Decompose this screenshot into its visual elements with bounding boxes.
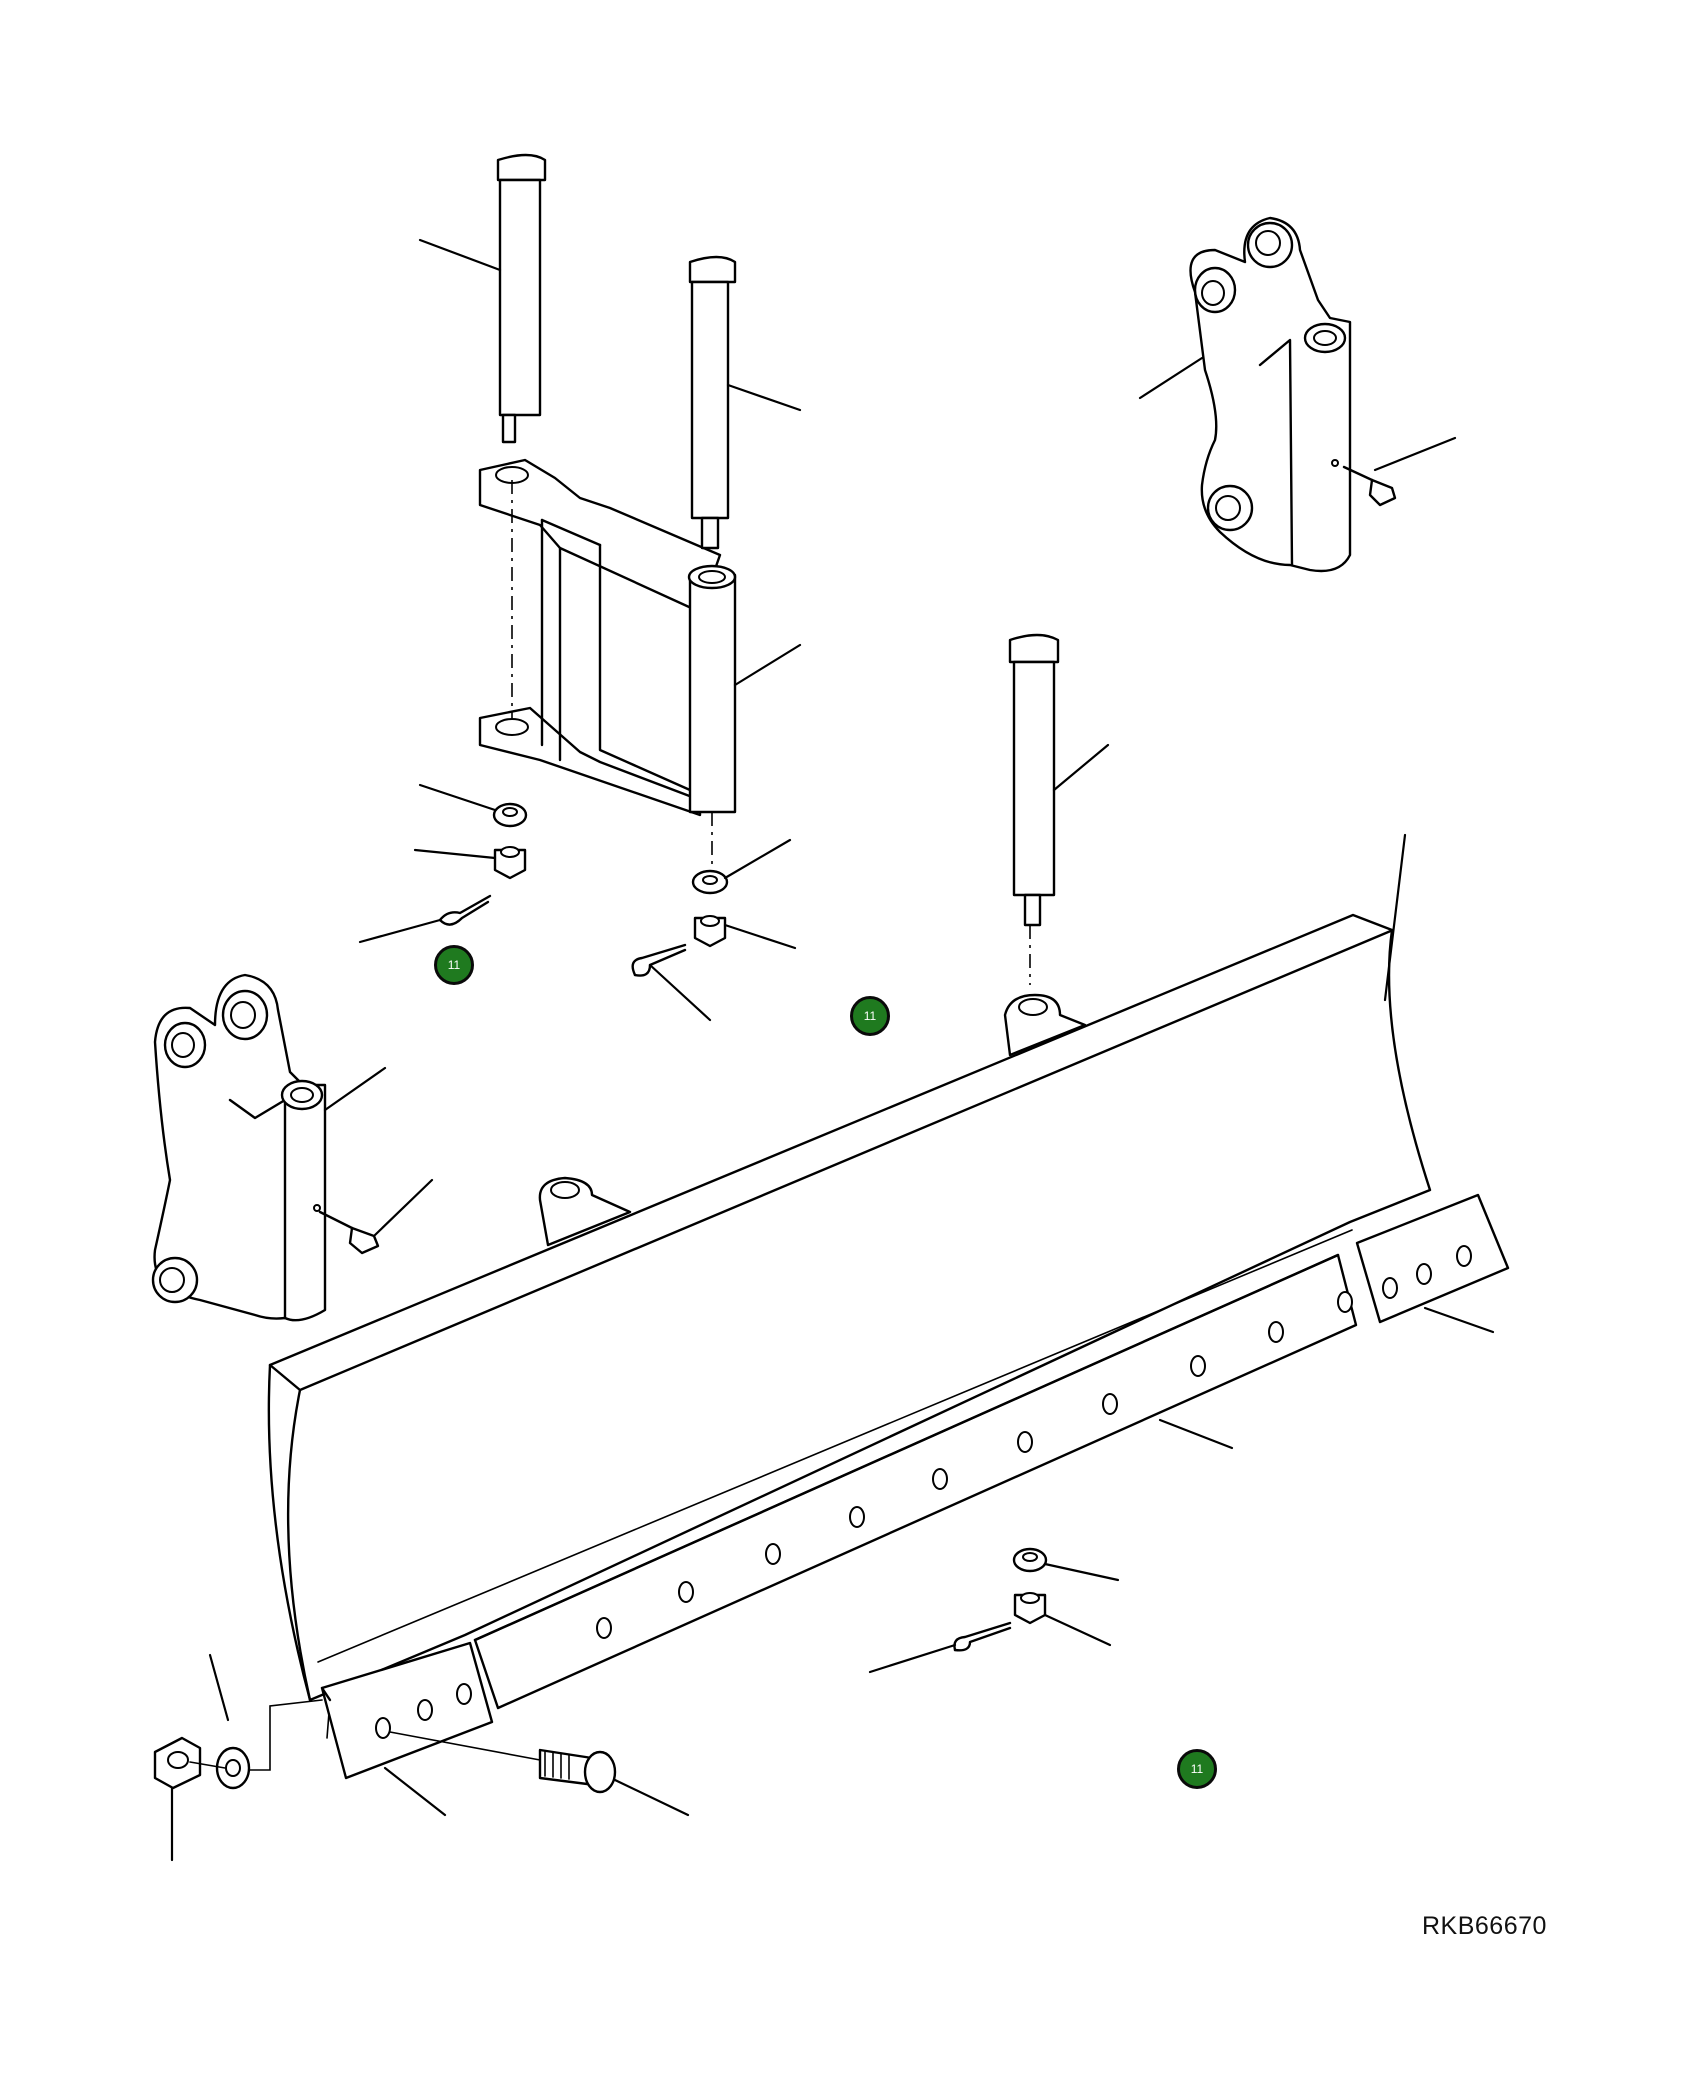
grease-fitting-left [318,1210,380,1255]
callout-badge-1[interactable]: 11 [434,945,474,985]
blade-pivot-boss-right [1003,993,1087,1057]
callout-badge-label: 11 [863,1009,877,1023]
pin-upper-middle [688,255,737,550]
edge-washer [189,1699,323,1790]
cotter-pin-middle [631,943,687,977]
nut-left [493,846,527,880]
washer-lower [1012,1547,1048,1573]
pin-blade [1008,633,1060,927]
cotter-pin-left [438,894,492,926]
cutting-edge-left [320,1641,494,1780]
nut-lower [1013,1592,1047,1625]
cotter-pin-lower [953,1621,1012,1652]
pin-upper-left [496,153,547,444]
leader-lines [170,238,1495,1862]
cutting-edge-right [1355,1193,1510,1324]
washer-middle [691,869,729,895]
push-frame [478,458,737,817]
edge-nut [153,1736,202,1790]
cutting-edge-middle [473,1253,1358,1710]
callout-badge-3[interactable]: 11 [1177,1749,1217,1789]
bracket-upper-right [1189,216,1352,573]
blade-pivot-boss-left [538,1176,632,1247]
washer-left [492,802,528,828]
nut-middle [693,915,727,948]
plow-bolt [389,1731,617,1794]
bracket-lower-left [151,973,327,1322]
callout-badge-2[interactable]: 11 [850,996,890,1036]
callout-badge-label: 11 [447,958,461,972]
callout-badge-label: 11 [1190,1762,1204,1776]
drawing-reference-code: RKB66670 [1422,1912,1547,1940]
grease-fitting-right [1342,465,1397,507]
dozer-blade [267,913,1432,1739]
